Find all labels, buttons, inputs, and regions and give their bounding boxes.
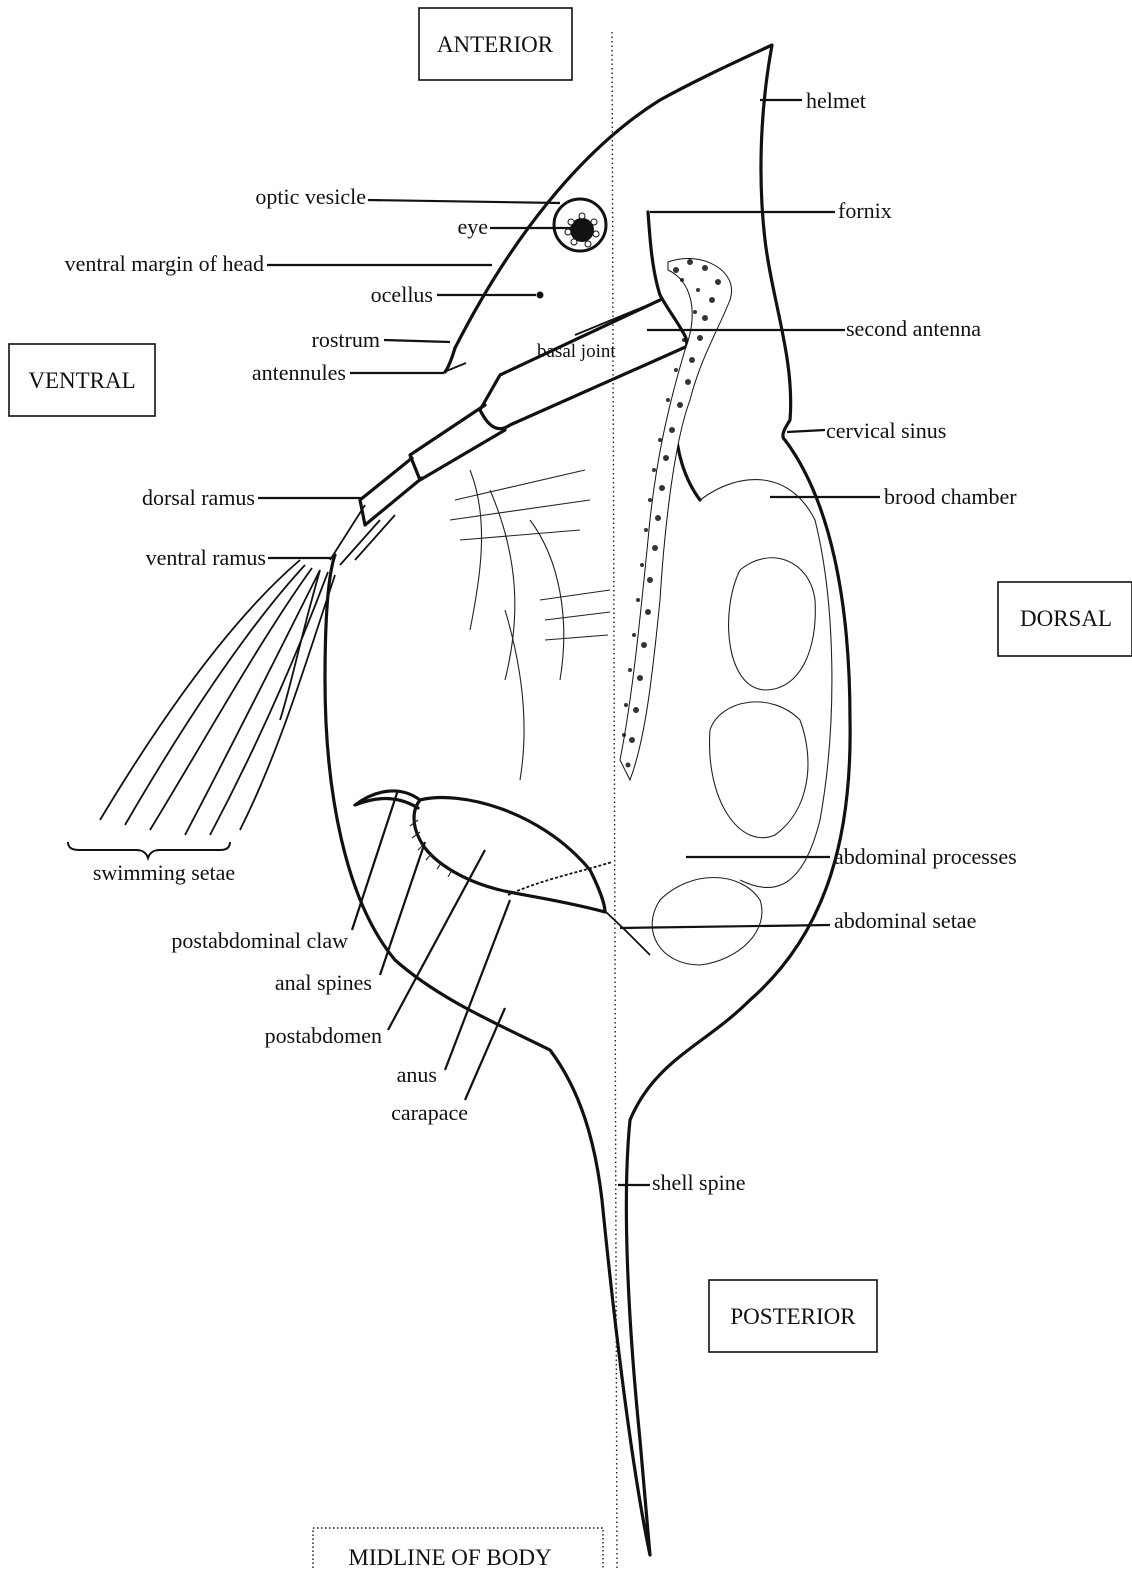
label-eye: eye bbox=[457, 214, 488, 239]
midline-box: MIDLINE OF BODY bbox=[313, 1528, 603, 1568]
label-cervical-sinus: cervical sinus bbox=[826, 418, 946, 443]
brood-chamber-outline bbox=[700, 480, 832, 888]
label-ventral-ramus: ventral ramus bbox=[146, 545, 266, 570]
ocellus-shape bbox=[537, 292, 544, 299]
label-postabdominal-claw: postabdominal claw bbox=[171, 928, 348, 953]
label-second-antenna: second antenna bbox=[846, 316, 981, 341]
antenna-segment-1 bbox=[410, 405, 505, 480]
ventral-box: VENTRAL bbox=[9, 344, 155, 416]
ventral-label: VENTRAL bbox=[28, 368, 135, 393]
label-carapace: carapace bbox=[391, 1100, 468, 1125]
anterior-label: ANTERIOR bbox=[437, 32, 554, 57]
anus-fringe bbox=[508, 862, 612, 895]
labels: helmet optic vesicle eye fornix ventral … bbox=[65, 88, 1018, 1195]
label-abdominal-setae: abdominal setae bbox=[834, 908, 976, 933]
egg-2 bbox=[710, 702, 808, 838]
posterior-box: POSTERIOR bbox=[709, 1280, 877, 1352]
egg-3 bbox=[652, 878, 762, 966]
dorsal-label: DORSAL bbox=[1020, 606, 1112, 631]
label-helmet: helmet bbox=[806, 88, 866, 113]
label-anus: anus bbox=[397, 1062, 437, 1087]
label-ocellus: ocellus bbox=[371, 282, 433, 307]
label-antennules: antennules bbox=[252, 360, 346, 385]
swimming-setae-strokes bbox=[100, 560, 335, 835]
thoracic-limbs bbox=[450, 470, 610, 780]
dorsal-box: DORSAL bbox=[998, 582, 1132, 656]
anterior-box: ANTERIOR bbox=[419, 8, 572, 80]
label-abdominal-processes: abdominal processes bbox=[834, 844, 1017, 869]
label-optic-vesicle: optic vesicle bbox=[255, 184, 366, 209]
label-ventral-margin-of-head: ventral margin of head bbox=[65, 251, 264, 276]
midline-label: MIDLINE OF BODY bbox=[348, 1545, 552, 1568]
label-basal-joint: basal joint bbox=[537, 341, 616, 362]
label-dorsal-ramus: dorsal ramus bbox=[142, 485, 255, 510]
label-shell-spine: shell spine bbox=[652, 1170, 746, 1195]
label-brood-chamber: brood chamber bbox=[884, 484, 1017, 509]
egg-1 bbox=[729, 558, 816, 690]
second-antenna-stalk bbox=[480, 300, 690, 429]
antenna-segment-2 bbox=[360, 458, 422, 525]
posterior-label: POSTERIOR bbox=[730, 1304, 856, 1329]
abdominal-setae-shape bbox=[606, 912, 650, 955]
label-postabdomen: postabdomen bbox=[265, 1023, 382, 1048]
label-rostrum: rostrum bbox=[312, 327, 380, 352]
label-swimming-setae: swimming setae bbox=[93, 860, 235, 885]
label-fornix: fornix bbox=[838, 198, 892, 223]
postabdominal-claw-shape bbox=[355, 791, 420, 808]
label-anal-spines: anal spines bbox=[275, 970, 372, 995]
swimming-setae-brace bbox=[68, 842, 230, 858]
gut bbox=[620, 258, 732, 780]
